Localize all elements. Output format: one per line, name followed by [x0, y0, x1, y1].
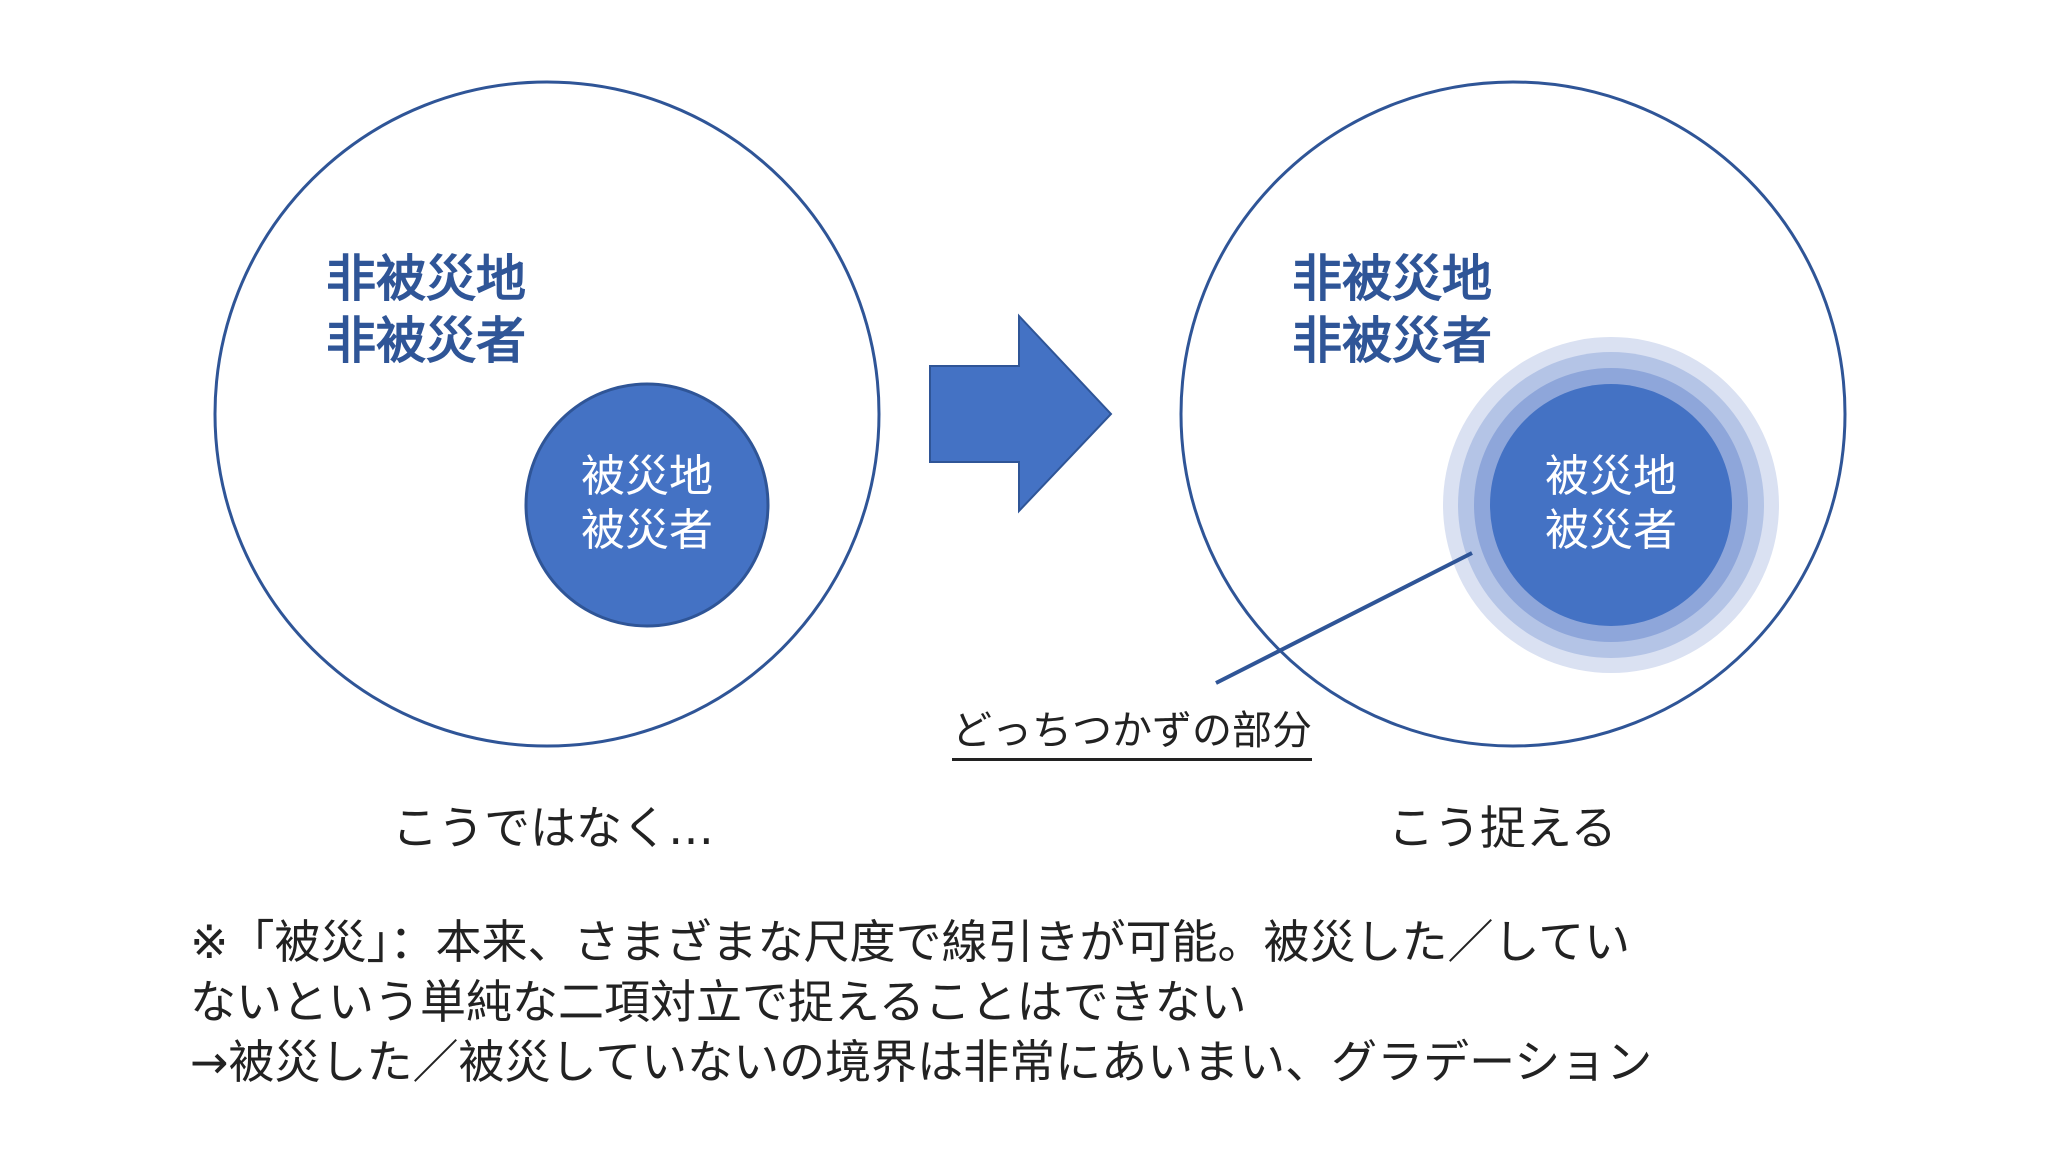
callout-line [1215, 551, 1473, 685]
right-outer-circle [1179, 80, 1847, 748]
right-caption: こう捉える [1388, 801, 1617, 855]
note-line: ※「被災」：本来、さまざまな尺度で線引きが可能。被災した／してい [190, 915, 1631, 969]
left-caption: こうではなく… [392, 801, 714, 855]
note-text: ※「被災」：本来、さまざまな尺度で線引きが可能。被災した／してい ないという単純… [190, 912, 1652, 1092]
left-inner-label: 被災地 被災者 [527, 450, 767, 558]
outer-label-line: 非被災地 [326, 250, 526, 308]
outer-label-line: 非被災地 [1292, 250, 1492, 308]
right-inner-circle [1490, 384, 1732, 626]
callout-label: どっちつかずの部分 [952, 698, 1312, 761]
inner-label-line: 被災地 [1545, 451, 1677, 502]
outer-label-line: 非被災者 [326, 312, 526, 370]
note-line: ないという単純な二項対立で捉えることはできない [190, 975, 1247, 1029]
right-inner-label: 被災地 被災者 [1491, 450, 1731, 558]
note-line: →被災した／被災していないの境界は非常にあいまい、グラデーション [190, 1035, 1653, 1089]
inner-label-line: 被災者 [1545, 505, 1677, 556]
outer-label-line: 非被災者 [1292, 312, 1492, 370]
inner-label-line: 被災地 [581, 451, 713, 502]
right-outer-label: 非被災地 非被災者 [1292, 248, 1492, 372]
left-outer-circle [213, 80, 881, 748]
left-inner-circle [524, 382, 770, 628]
left-outer-label: 非被災地 非被災者 [326, 248, 526, 372]
inner-label-line: 被災者 [581, 505, 713, 556]
right-arrow-icon [929, 313, 1113, 514]
